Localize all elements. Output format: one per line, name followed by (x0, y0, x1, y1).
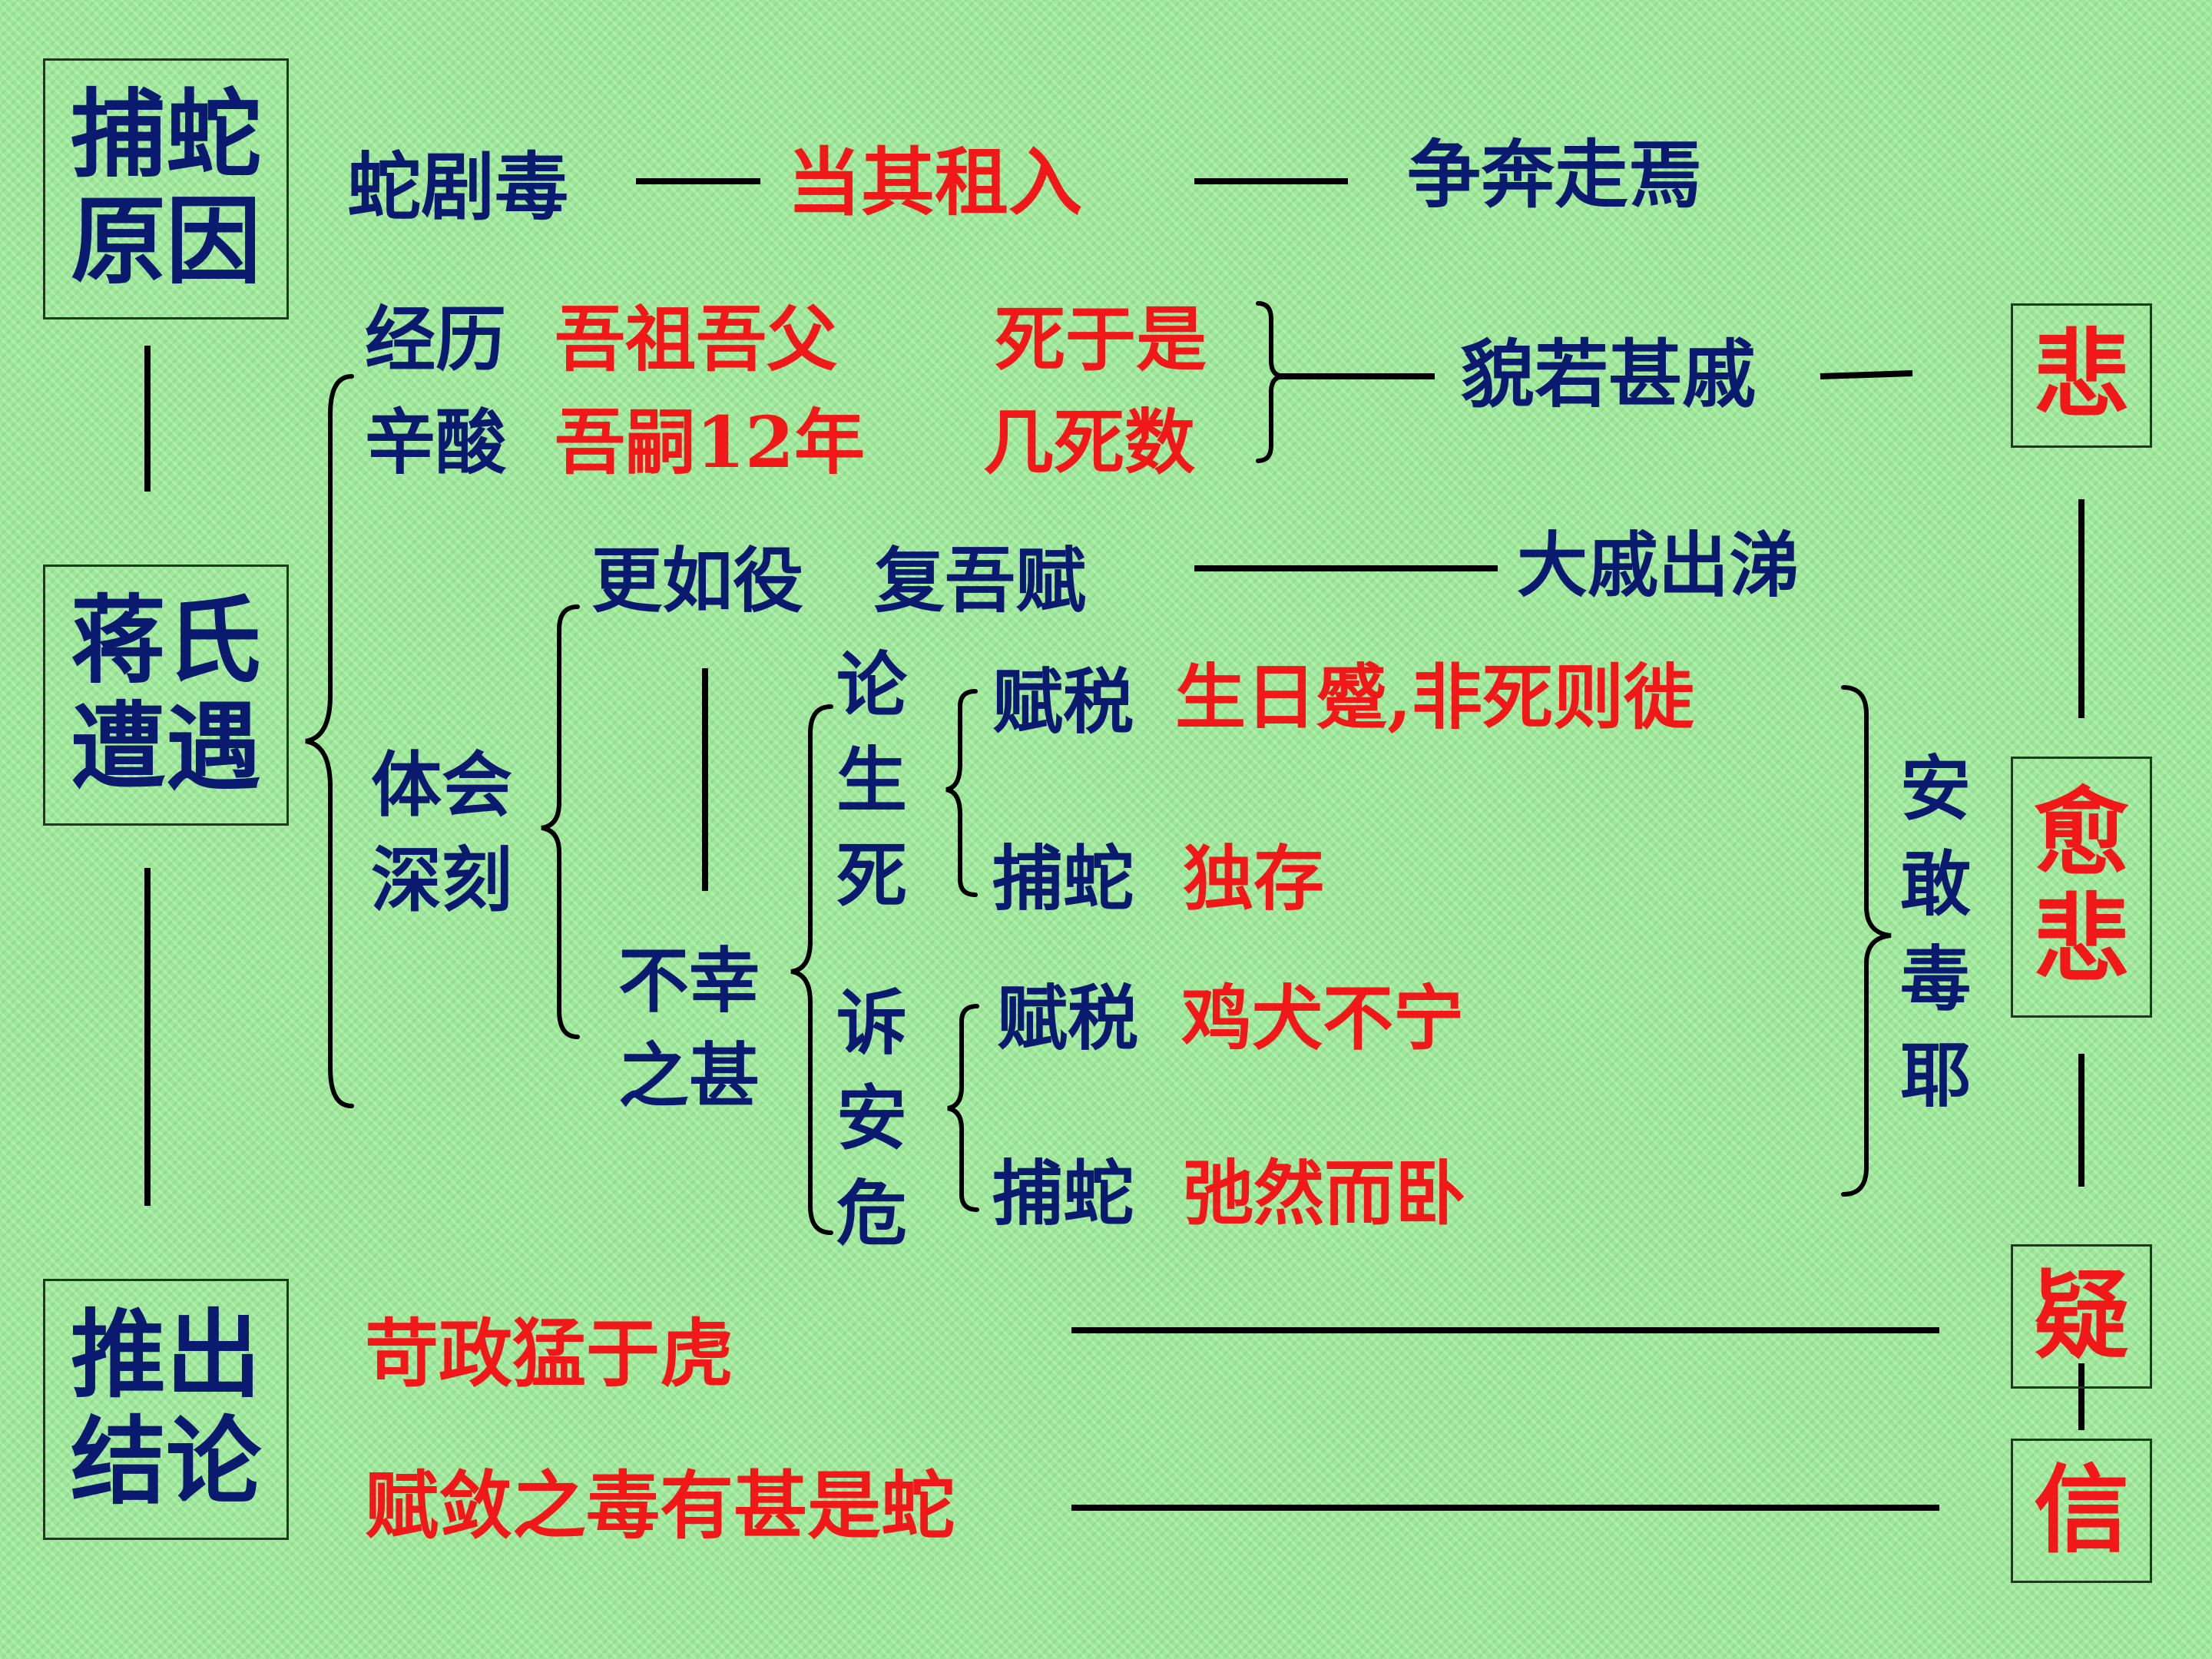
conclusion-tiger: 苛政猛于虎 (365, 1310, 733, 1397)
experience-label-1: 经历 (365, 298, 507, 381)
brace-misfortune (790, 704, 833, 1235)
box-conclusion-text: 推出结论 (70, 1300, 261, 1518)
safety-tax-label: 赋税 (997, 977, 1139, 1060)
box-sad: 悲 (2011, 303, 2152, 448)
safety-tax-text: 鸡犬不宁 (1181, 977, 1465, 1060)
experience-a2: 死于是 (995, 298, 1207, 381)
box-doubt: 疑 (2011, 1244, 2152, 1389)
box-reason: 捕蛇原因 (43, 58, 289, 320)
feeling-offer-result: 大戚出涕 (1517, 524, 1800, 607)
box-believe-text: 信 (2033, 1455, 2129, 1566)
safety-label: 诉安危 (836, 982, 907, 1256)
box-sadder-text: 愈悲 (2033, 778, 2129, 995)
life-death-tax-text: 生日蹙,非死则徙 (1175, 656, 1695, 739)
safety-snake-text: 弛然而卧 (1183, 1152, 1466, 1235)
life-death-snake-text: 独存 (1183, 837, 1325, 920)
brace-life-death (945, 689, 978, 897)
text-effect: 当其租入 (787, 139, 1082, 226)
experience-label-2: 辛酸 (365, 401, 507, 484)
brace-experience (1256, 301, 1285, 463)
experience-result: 貌若甚戚 (1461, 331, 1756, 418)
brace-safety (947, 1004, 979, 1212)
box-doubt-text: 疑 (2033, 1260, 2129, 1372)
experience-a1: 吾祖吾父 (555, 298, 838, 381)
question-text: 安敢毒耶 (1899, 747, 1971, 1117)
experience-b1: 吾嗣12年 (555, 401, 866, 484)
experience-b2: 几死数 (983, 401, 1196, 484)
text-cause: 蛇剧毒 (347, 144, 568, 230)
text-effect-result: 争奔走焉 (1407, 131, 1702, 218)
life-death-label: 论生死 (836, 644, 907, 918)
box-believe: 信 (2011, 1439, 2152, 1583)
box-sad-text: 悲 (2033, 320, 2129, 431)
box-reason-text: 捕蛇原因 (70, 80, 261, 297)
arrow-result-to-sad (1820, 370, 1913, 379)
box-sadder: 愈悲 (2011, 757, 2152, 1018)
brace-question (1841, 685, 1892, 1197)
box-encounter: 蒋氏遭遇 (43, 565, 289, 826)
life-death-tax-label: 赋税 (992, 661, 1134, 743)
brace-encounter (305, 374, 354, 1108)
box-encounter-text: 蒋氏遭遇 (70, 586, 261, 803)
safety-snake-label: 捕蛇 (992, 1152, 1134, 1235)
life-death-snake-label: 捕蛇 (992, 837, 1134, 920)
box-conclusion: 推出结论 (43, 1279, 289, 1540)
conclusion-snake: 赋敛之毒有甚是蛇 (365, 1462, 955, 1549)
brace-feeling (541, 604, 580, 1039)
feeling-offer: 更如役 复吾赋 (591, 539, 1087, 622)
feeling-label: 体会深刻 (370, 743, 512, 922)
feeling-misfortune: 不幸之甚 (618, 939, 760, 1118)
